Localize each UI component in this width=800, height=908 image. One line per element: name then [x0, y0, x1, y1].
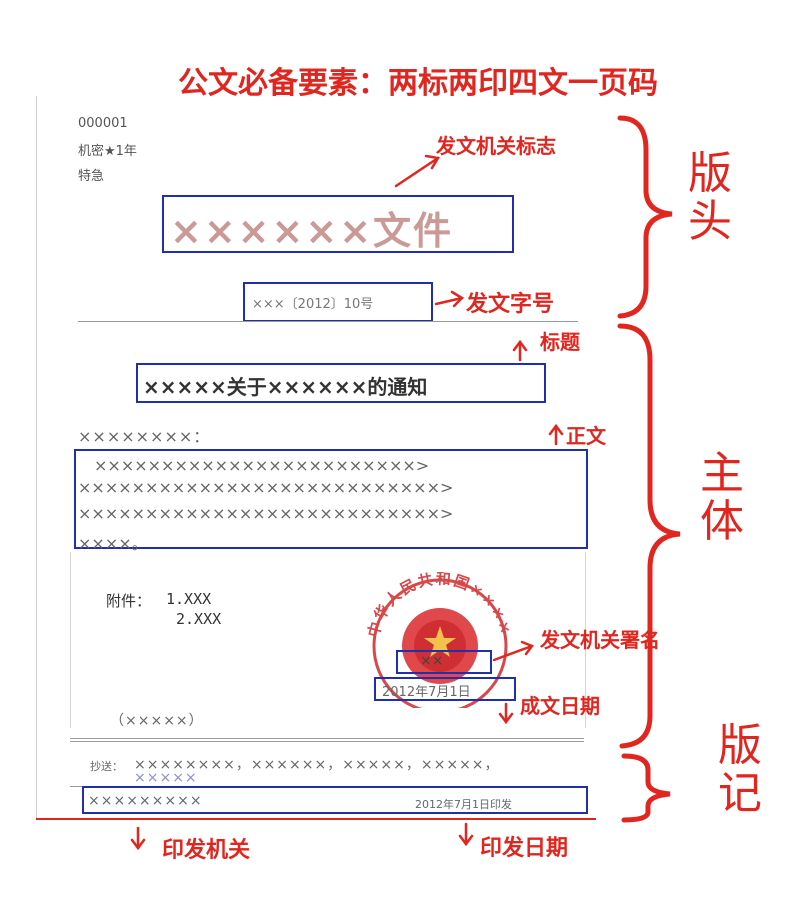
cc-text: ××××××××，××××××，×××××，×××××， [134, 757, 500, 773]
section-main-label: 主体 [700, 448, 744, 547]
head-bracket [617, 115, 673, 319]
date-annotation: 成文日期 [520, 694, 600, 718]
attachment-item-2: 2.XXX [176, 610, 222, 628]
signatory-annotation: 发文机关署名 [540, 628, 660, 652]
date-box [374, 677, 516, 701]
doc-number-annotation: 发文字号 [466, 291, 555, 317]
attachment-label: 附件： [106, 592, 152, 610]
print-date: 2012年7月1日印发 [415, 798, 512, 811]
issuer-mark-annotation: 发文机关标志 [436, 134, 556, 158]
recipient: ××××××××： [78, 427, 211, 446]
page-title-annotation: 公文必备要素：两标两印四文一页码 [178, 66, 658, 101]
serial-number: 000001 [78, 116, 128, 131]
signature-area [70, 552, 586, 728]
cc-text-continued: ××××× [134, 770, 198, 786]
print-org-annotation: 印发机关 [162, 837, 251, 863]
header-divider [78, 321, 578, 322]
title-annotation: 标题 [540, 330, 580, 354]
bottom-edge-line [36, 818, 596, 820]
print-org: ××××××××× [88, 793, 203, 809]
document-note: （×××××） [110, 713, 204, 729]
body-text-box [74, 449, 588, 549]
issuer-mark-box [162, 195, 514, 253]
section-record-label: 版记 [718, 720, 762, 819]
signatory-box [396, 650, 492, 674]
document-page [36, 96, 637, 818]
body-text-annotation: 正文 [566, 424, 606, 448]
doc-number: ×××〔2012〕10号 [252, 297, 374, 312]
issuer-mark-arrow [394, 156, 440, 188]
footer-top-line-2 [70, 741, 584, 742]
cc-label: 抄送： [90, 760, 123, 773]
body-line-4: ××××。 [78, 534, 148, 553]
body-line-3: ×××××××××××××××××××××××××××> [78, 504, 454, 523]
doc-number-arrow [434, 296, 464, 306]
body-line-1: ××××××××××××××××××××××××> [78, 456, 430, 475]
print-date-annotation: 印发日期 [480, 835, 569, 861]
signatory: ×× [420, 653, 444, 669]
signatory-arrow [492, 644, 534, 662]
urgency-level: 特急 [78, 169, 105, 184]
title-box [136, 363, 546, 403]
issuer-mark: ××××××文件 [170, 209, 454, 253]
footer-top-line [70, 738, 584, 739]
section-head-label: 版头 [688, 148, 732, 247]
main-bracket [617, 323, 681, 749]
record-bracket [621, 753, 671, 823]
attachment-item-1: 1.XXX [166, 590, 212, 608]
body-line-2: ×××××××××××××××××××××××××××> [78, 478, 454, 497]
official-seal: 中华人民共和国×××× [364, 572, 513, 708]
secrecy-level: 机密★1年 [78, 144, 137, 159]
document-date: 2012年7月1日 [382, 685, 471, 700]
print-info-box [82, 786, 588, 814]
document-title: ×××××关于××××××的通知 [143, 375, 428, 399]
